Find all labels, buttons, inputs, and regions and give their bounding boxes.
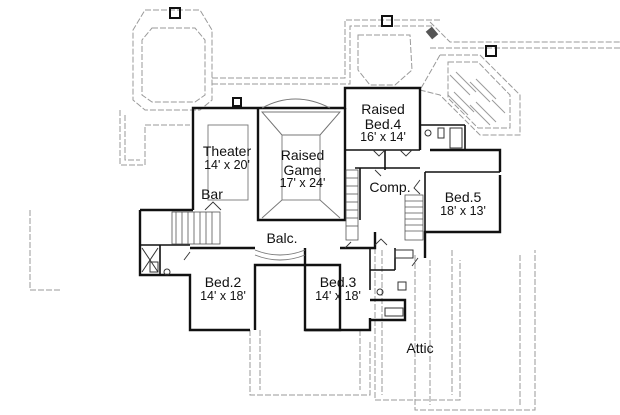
doors [183,149,421,267]
room-dims: 16' x 14' [360,130,406,145]
bath-fixtures [141,127,463,317]
room-name: Bed.2 [204,274,242,290]
room-raised-bed4: Raised Bed.4 16' x 14' [352,102,414,145]
room-bed3: Bed.3 14' x 18' [310,275,366,303]
stairs [171,169,424,245]
room-bed2: Bed.2 14' x 18' [196,275,250,303]
room-dims: 18' x 13' [440,203,486,218]
ceiling-trays [207,98,341,261]
room-dims: 14' x 20' [204,157,250,172]
room-dims: 14' x 18' [200,288,246,303]
room-theater: Theater 14' x 20' [197,144,257,172]
interior-walls [140,124,500,290]
room-name: Bar [201,186,223,202]
room-dims: 14' x 18' [315,288,361,303]
room-name: Balc. [266,230,298,246]
room-dims: 17' x 24' [279,176,326,191]
room-name-line1: Raised [280,147,325,163]
roof-hatching [447,71,506,126]
exterior-walls [138,86,502,332]
room-name-line1: Raised [361,101,405,117]
room-name-line2: Game [283,161,322,178]
room-raised-game: Raised Game 17' x 24' [265,148,340,191]
room-name: Bed.3 [319,274,357,290]
room-name: Attic [406,340,434,356]
chimneys [169,7,497,107]
room-name: Comp. [369,179,411,195]
room-name-line2: Bed.4 [364,115,402,132]
room-comp: Comp. [368,180,412,195]
room-attic: Attic [398,341,442,356]
room-balc: Balc. [262,231,302,246]
room-bar: Bar [198,187,226,202]
room-name: Bed.5 [444,189,482,205]
roof-outline [29,9,620,411]
room-name: Theater [202,143,252,159]
room-bed5: Bed.5 18' x 13' [432,190,494,218]
